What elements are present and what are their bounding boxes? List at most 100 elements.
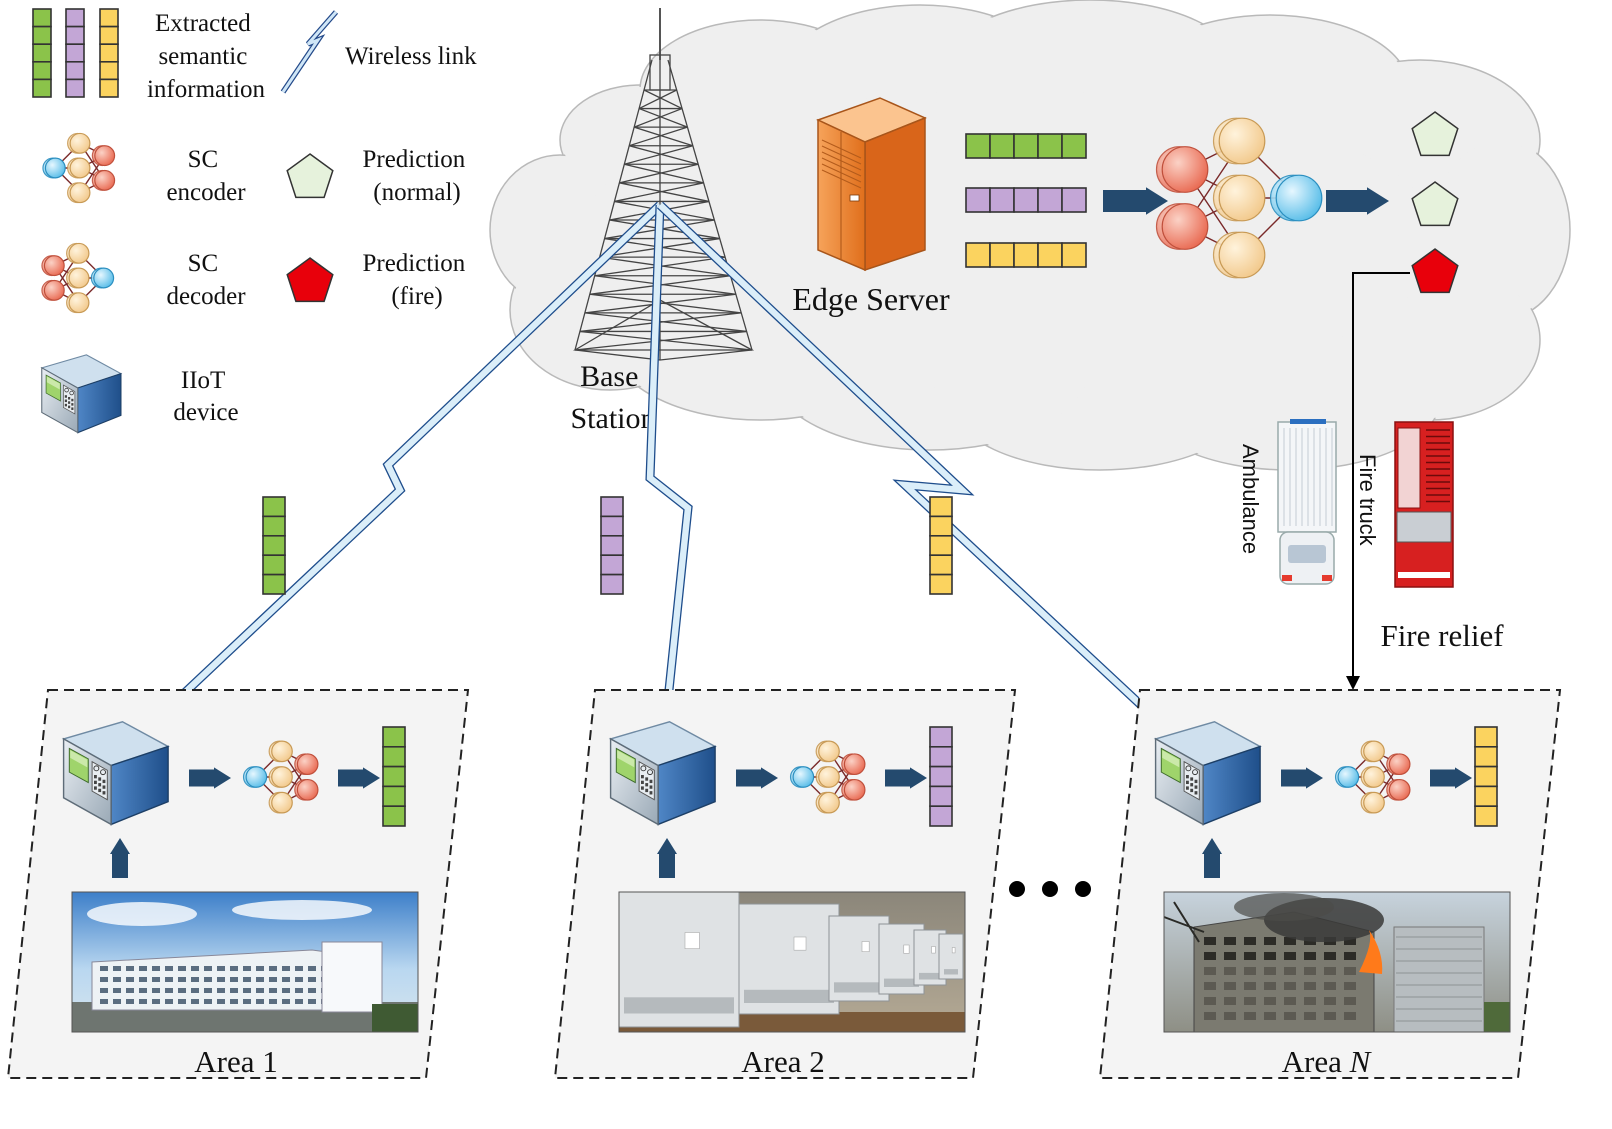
photo-window xyxy=(243,988,251,993)
info-cell xyxy=(262,515,286,537)
info-cell xyxy=(600,515,624,537)
nn-node xyxy=(43,279,65,301)
photo-window xyxy=(282,966,290,971)
nn-node xyxy=(843,778,866,801)
ambulance-light xyxy=(1282,575,1292,581)
ellipsis-dots xyxy=(1009,881,1091,897)
area-arrow-photo-to-device xyxy=(110,838,130,878)
photo-tree xyxy=(1484,1002,1510,1032)
nn-node xyxy=(843,753,866,776)
info-cell xyxy=(32,60,52,81)
legend-sc-encoder-line: encoder xyxy=(166,179,246,206)
photo-burnt-window xyxy=(1324,997,1336,1005)
device-key xyxy=(68,401,71,404)
nn-node xyxy=(43,255,65,277)
nn-node xyxy=(1161,146,1209,193)
ambulance-icon xyxy=(1277,419,1337,585)
info-cell xyxy=(99,25,119,46)
info-cell xyxy=(1037,242,1063,268)
info-cell xyxy=(1061,242,1087,268)
area-2-label: Area 2 xyxy=(741,1044,824,1079)
photo-window xyxy=(178,977,186,982)
photo-window xyxy=(243,977,251,982)
photo-window xyxy=(152,999,160,1004)
device-key xyxy=(71,398,74,402)
nn-node xyxy=(1363,740,1385,763)
info-cell xyxy=(99,78,119,98)
photo-burnt-window xyxy=(1264,997,1276,1005)
photo-burnt-window xyxy=(1324,967,1336,975)
fire-relief-line xyxy=(1352,272,1410,680)
nn-node xyxy=(93,267,115,289)
photo-window xyxy=(191,988,199,993)
info-cell xyxy=(1474,805,1498,827)
photo-burnt-window xyxy=(1304,997,1316,1005)
photo-border xyxy=(71,891,419,1033)
photo-freezer-vent xyxy=(944,969,958,975)
tower-cross xyxy=(629,145,699,165)
legend-sc-decoder-line: SC xyxy=(188,250,219,277)
photo-burnt-window xyxy=(1204,997,1216,1005)
area-1 xyxy=(6,689,470,1079)
photo-window xyxy=(165,988,173,993)
tower-cross xyxy=(599,256,731,277)
link-info-green xyxy=(262,496,286,595)
tower-cross xyxy=(609,219,720,240)
device-screen-glare xyxy=(46,376,60,390)
device-key xyxy=(98,788,102,793)
info-cell xyxy=(65,43,85,63)
device-key xyxy=(1186,780,1189,785)
nn-node xyxy=(44,157,66,179)
area-n-label-italic: N xyxy=(1349,1044,1373,1079)
info-cell xyxy=(382,726,406,748)
photo-window xyxy=(139,988,147,993)
legend-semantic-info-line: information xyxy=(147,76,266,103)
device-keypad xyxy=(638,760,655,801)
photo-burnt-window xyxy=(1264,952,1276,960)
ambulance-body xyxy=(1277,421,1337,533)
nn-node xyxy=(1218,117,1266,165)
device-key xyxy=(1190,788,1194,793)
device-screen-glare xyxy=(617,750,635,768)
nn-node xyxy=(1275,174,1323,222)
legend-sc-decoder-icon xyxy=(41,242,115,314)
photo-window xyxy=(139,999,147,1004)
photo-burnt-window xyxy=(1224,952,1236,960)
device-key xyxy=(649,791,653,795)
info-cell xyxy=(382,765,406,788)
photo-window xyxy=(165,977,173,982)
photo-office-tower xyxy=(1393,926,1485,1033)
photo-window xyxy=(269,988,277,993)
photo-burnt-window xyxy=(1224,997,1236,1005)
info-cell xyxy=(262,496,286,518)
photo-smoke xyxy=(1234,893,1334,921)
info-cell xyxy=(1474,745,1498,768)
nn-node xyxy=(1388,753,1411,776)
legend-wireless-link-icon xyxy=(280,10,339,94)
legend-sc-encoder-icon xyxy=(42,132,116,204)
photo-window xyxy=(282,988,290,993)
fire-truck-bumper xyxy=(1398,572,1450,578)
device-knob xyxy=(647,769,653,776)
photo-burnt-window xyxy=(1264,967,1276,975)
device-knob xyxy=(93,765,100,772)
device-knob xyxy=(640,765,647,772)
info-cell xyxy=(32,8,52,28)
photo-burnt-window xyxy=(1204,952,1216,960)
photo-window xyxy=(217,999,225,1004)
legend-wireless-link-label: Wireless link xyxy=(345,43,477,70)
info-cell xyxy=(989,242,1015,268)
photo-window xyxy=(243,999,251,1004)
area-photo xyxy=(71,891,419,1033)
wireless-link xyxy=(123,202,663,751)
nn-node xyxy=(68,267,90,289)
info-cell xyxy=(65,60,85,81)
device-key xyxy=(645,788,649,793)
info-cell xyxy=(929,573,953,595)
photo-window xyxy=(165,999,173,1004)
photo-burnt-window xyxy=(1344,952,1356,960)
photo-freezer-label xyxy=(793,936,807,951)
legend-semantic-info-line: Extracted xyxy=(155,10,251,37)
edge-info-green xyxy=(965,133,1087,159)
